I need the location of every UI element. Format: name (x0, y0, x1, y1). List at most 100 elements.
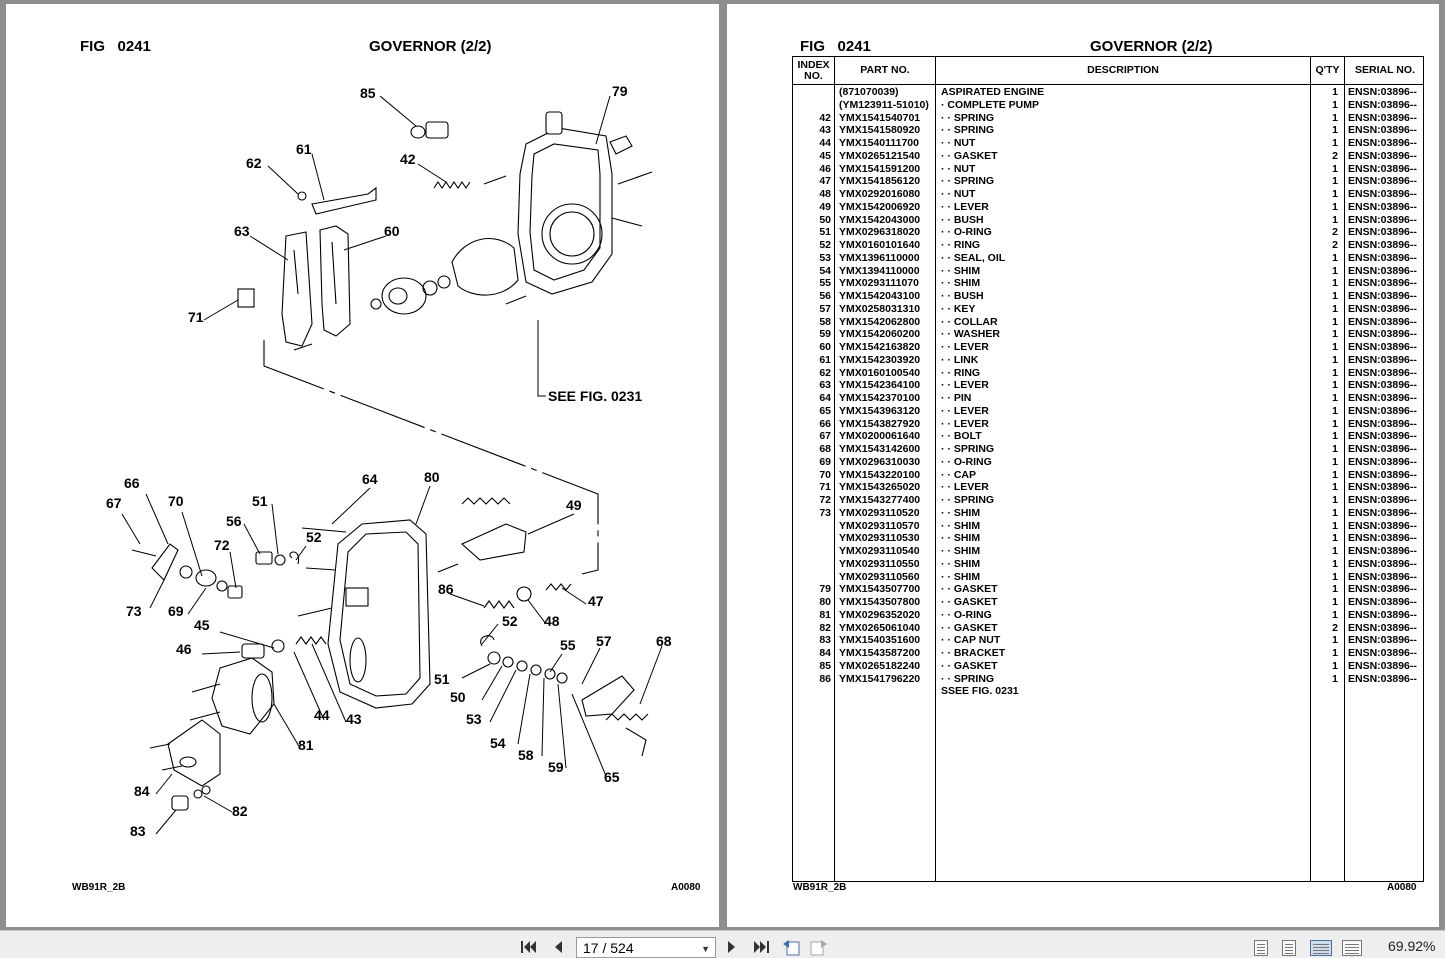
row-description: · · LEVER (941, 417, 989, 430)
row-description: ASPIRATED ENGINE (941, 86, 1045, 98)
row-serial-no: ENSN:03896-- (1348, 162, 1417, 175)
row-part-no: YMX0293110520 (839, 506, 920, 519)
prev-page-icon[interactable] (548, 936, 568, 958)
callout-53: 53 (466, 711, 482, 727)
zoom-level[interactable]: 69.92% (1388, 938, 1436, 954)
row-description: · · SHIM (941, 277, 981, 290)
row-index: 67 (819, 430, 831, 443)
footer-left: WB91R_2B (793, 882, 847, 893)
row-part-no: YMX1542370100 (839, 392, 921, 404)
row-qty: 1 (1332, 494, 1338, 506)
row-index: 49 (819, 200, 831, 213)
row-serial-no: ENSN:03896-- (1348, 392, 1417, 404)
last-page-icon[interactable] (750, 936, 772, 958)
row-serial-no: ENSN:03896-- (1348, 647, 1417, 659)
page-title: GOVERNOR (2/2) (369, 38, 492, 55)
row-description: · · RING (941, 366, 981, 379)
row-serial-no: ENSN:03896-- (1348, 557, 1417, 570)
row-serial-no: ENSN:03896-- (1348, 443, 1417, 455)
row-part-no: YMX0265121540 (839, 149, 921, 162)
row-description: · · CAP NUT (941, 634, 1001, 647)
row-serial-no: ENSN:03896-- (1348, 506, 1417, 519)
row-description: · · LEVER (941, 200, 989, 213)
row-serial-no: ENSN:03896-- (1348, 404, 1417, 417)
row-qty: 1 (1332, 647, 1338, 659)
row-qty: 1 (1332, 506, 1338, 519)
row-qty: 1 (1332, 111, 1338, 124)
chevron-down-icon[interactable]: ▼ (701, 944, 710, 954)
continuous-facing-icon[interactable] (1342, 940, 1362, 956)
row-qty: 1 (1332, 430, 1338, 443)
row-description: · · SPRING (941, 124, 995, 137)
row-part-no: YMX0265182240 (839, 659, 921, 672)
row-serial-no: ENSN:03896-- (1348, 481, 1417, 494)
row-qty: 1 (1332, 366, 1338, 379)
row-index: 58 (819, 315, 831, 328)
row-index: 73 (819, 506, 831, 519)
callout-83: 83 (130, 823, 146, 839)
first-page-icon[interactable] (518, 936, 540, 958)
row-description: · · SHIM (941, 570, 981, 583)
row-part-no: YMX1543220100 (839, 468, 921, 481)
row-description: · · NUT (941, 188, 976, 200)
next-page-icon[interactable] (722, 936, 742, 958)
row-qty: 1 (1332, 417, 1338, 430)
row-qty: 2 (1332, 149, 1338, 162)
callout-45: 45 (194, 617, 210, 633)
row-serial-no: ENSN:03896-- (1348, 519, 1417, 532)
callout-61: 61 (296, 141, 312, 157)
facing-icon[interactable] (1310, 940, 1332, 956)
table-row: SSEE FIG. 0231 (793, 685, 1423, 698)
single-page-icon[interactable] (1254, 940, 1268, 956)
callout-85: 85 (360, 85, 376, 101)
row-part-no: (YM123911-51010) (839, 98, 929, 111)
row-description: · · SHIM (941, 532, 981, 545)
callout-58: 58 (518, 747, 534, 763)
row-qty: 1 (1332, 608, 1338, 621)
row-qty: 1 (1332, 290, 1338, 302)
row-serial-no: ENSN:03896-- (1348, 659, 1417, 672)
row-index: 65 (819, 404, 831, 417)
row-index: 70 (819, 468, 831, 481)
row-qty: 1 (1332, 659, 1338, 672)
row-part-no: YMX1543277400 (839, 494, 921, 506)
footer-left: WB91R_2B (72, 882, 126, 893)
next-view-icon[interactable] (808, 936, 830, 958)
row-serial-no: ENSN:03896-- (1348, 98, 1417, 111)
row-description: · · O-RING (941, 226, 992, 239)
previous-view-icon[interactable] (780, 936, 802, 958)
row-index: 59 (819, 328, 831, 341)
row-serial-no: ENSN:03896-- (1348, 366, 1417, 379)
row-serial-no: ENSN:03896-- (1348, 213, 1417, 226)
row-part-no: YMX0293111070 (839, 277, 919, 290)
row-part-no: YMX0296318020 (839, 226, 921, 239)
row-qty: 2 (1332, 239, 1338, 251)
page-title: GOVERNOR (2/2) (1090, 38, 1213, 55)
continuous-icon[interactable] (1282, 940, 1296, 956)
page-number-input[interactable]: 17 / 524 ▼ (576, 937, 716, 958)
row-description: · · GASKET (941, 583, 998, 596)
row-description: · · COLLAR (941, 315, 998, 328)
row-index: 54 (819, 264, 831, 277)
row-qty: 1 (1332, 328, 1338, 341)
callout-44: 44 (314, 707, 330, 723)
row-description: · · NUT (941, 137, 976, 149)
row-serial-no: ENSN:03896-- (1348, 608, 1417, 621)
row-serial-no: ENSN:03896-- (1348, 672, 1417, 685)
row-description: · · BRACKET (941, 647, 1006, 659)
row-description: · · SPRING (941, 111, 995, 124)
